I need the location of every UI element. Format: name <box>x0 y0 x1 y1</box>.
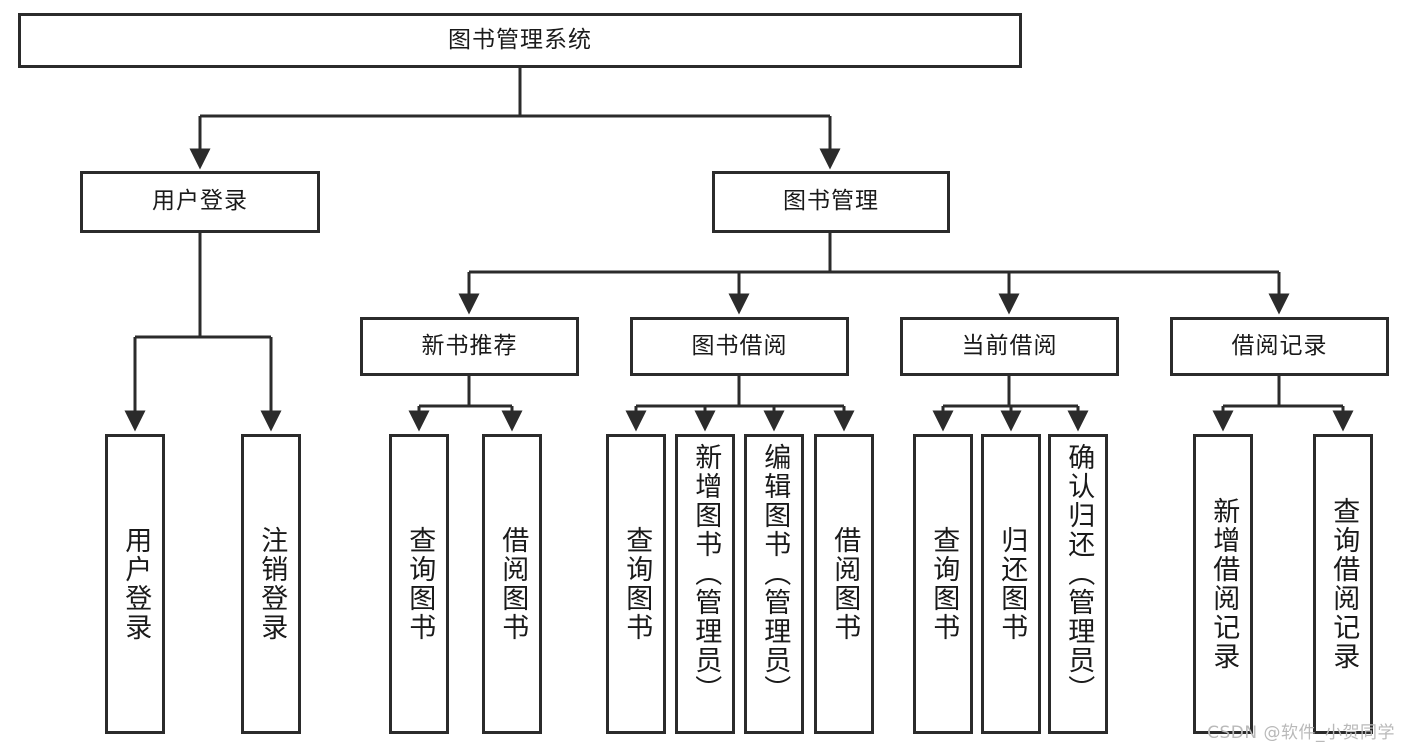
leaf-confirm-return-label: 确认归还（管理员） <box>1063 443 1095 704</box>
leaf-add-book[interactable]: 新增图书（管理员） <box>675 434 735 734</box>
leaf-confirm-return[interactable]: 确认归还（管理员） <box>1048 434 1108 734</box>
leaf-borrow-book-1[interactable]: 借阅图书 <box>482 434 542 734</box>
node-borrow-record-label: 借阅记录 <box>1231 332 1328 359</box>
leaf-user-logout-label: 注销登录 <box>256 526 288 642</box>
csdn-watermark: CSDN @软件_小贺同学 <box>1207 723 1395 743</box>
node-root-label: 图书管理系统 <box>448 26 592 53</box>
leaf-return-book[interactable]: 归还图书 <box>981 434 1041 734</box>
leaf-query-record-label: 查询借阅记录 <box>1328 497 1360 671</box>
leaf-query-book-3[interactable]: 查询图书 <box>913 434 973 734</box>
leaf-edit-book-label: 编辑图书（管理员） <box>759 443 791 704</box>
leaf-add-record[interactable]: 新增借阅记录 <box>1193 434 1253 734</box>
node-root[interactable]: 图书管理系统 <box>18 13 1022 68</box>
leaf-user-login[interactable]: 用户登录 <box>105 434 165 734</box>
leaf-user-login-label: 用户登录 <box>120 526 152 642</box>
leaf-user-logout[interactable]: 注销登录 <box>241 434 301 734</box>
leaf-return-book-label: 归还图书 <box>996 526 1028 642</box>
node-user-login[interactable]: 用户登录 <box>80 171 320 233</box>
node-borrow-record[interactable]: 借阅记录 <box>1170 317 1389 376</box>
node-new-book-recommend-label: 新书推荐 <box>421 332 518 359</box>
node-book-borrow[interactable]: 图书借阅 <box>630 317 849 376</box>
leaf-add-record-label: 新增借阅记录 <box>1208 497 1240 671</box>
node-book-manage-label: 图书管理 <box>783 188 879 215</box>
leaf-borrow-book-2-label: 借阅图书 <box>829 526 861 642</box>
leaf-query-book-1-label: 查询图书 <box>404 526 436 642</box>
node-new-book-recommend[interactable]: 新书推荐 <box>360 317 579 376</box>
node-current-borrow[interactable]: 当前借阅 <box>900 317 1119 376</box>
leaf-query-record[interactable]: 查询借阅记录 <box>1313 434 1373 734</box>
leaf-query-book-2-label: 查询图书 <box>621 526 653 642</box>
node-book-manage[interactable]: 图书管理 <box>712 171 950 233</box>
node-current-borrow-label: 当前借阅 <box>961 332 1058 359</box>
leaf-query-book-3-label: 查询图书 <box>928 526 960 642</box>
leaf-query-book-1[interactable]: 查询图书 <box>389 434 449 734</box>
leaf-edit-book[interactable]: 编辑图书（管理员） <box>744 434 804 734</box>
leaf-add-book-label: 新增图书（管理员） <box>690 443 722 704</box>
leaf-query-book-2[interactable]: 查询图书 <box>606 434 666 734</box>
node-user-login-label: 用户登录 <box>152 188 248 215</box>
leaf-borrow-book-2[interactable]: 借阅图书 <box>814 434 874 734</box>
node-book-borrow-label: 图书借阅 <box>691 332 788 359</box>
leaf-borrow-book-1-label: 借阅图书 <box>497 526 529 642</box>
